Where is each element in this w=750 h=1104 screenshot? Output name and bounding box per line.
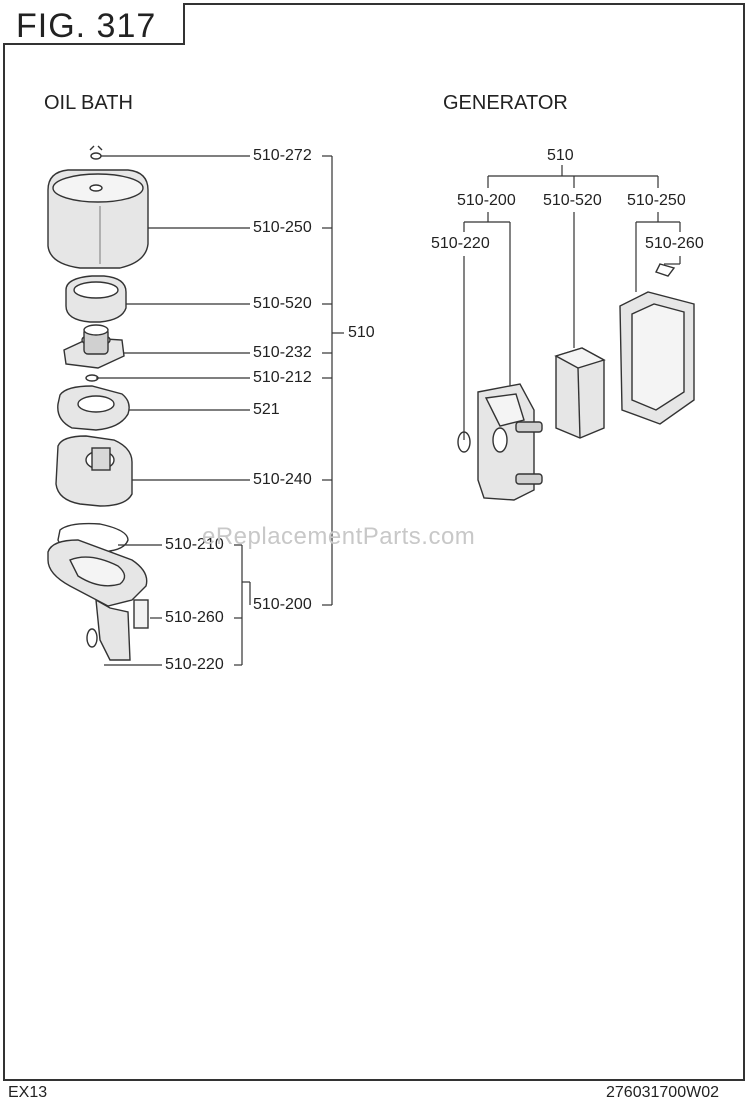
generator-callout-510-200: 510-200	[457, 192, 516, 209]
footer-model: EX13	[8, 1084, 48, 1101]
wing-nut-part	[89, 145, 103, 160]
generator-callout-510-250: 510-250	[627, 192, 686, 209]
watermark: eReplacementParts.com	[202, 523, 476, 550]
callout-510-272: 510-272	[253, 147, 312, 164]
air-cleaner-body-part	[47, 539, 149, 661]
callout-510-250: 510-250	[253, 219, 312, 236]
o-ring-part	[85, 374, 99, 382]
oil-bath-leader-lines	[96, 155, 344, 666]
figure-title: FIG. 317	[16, 7, 157, 45]
callout-510-232: 510-232	[253, 344, 312, 361]
air-cleaner-cover-part	[47, 169, 149, 269]
generator-cover-part	[619, 263, 695, 425]
section-title-oil-bath: OIL BATH	[44, 92, 133, 114]
callout-510-520: 510-520	[253, 295, 312, 312]
callout-521: 521	[253, 401, 280, 418]
page-frame	[3, 3, 745, 1081]
callout-510-210: 510-210	[165, 536, 224, 553]
generator-element-part	[554, 347, 606, 439]
generator-body-part	[477, 383, 543, 501]
footer-doc-number: 276031700W02	[606, 1084, 719, 1101]
clip-part	[86, 628, 98, 648]
oil-case-part	[55, 435, 133, 507]
callout-510-assembly: 510	[348, 324, 375, 341]
generator-callout-510: 510	[547, 147, 574, 164]
generator-parts	[457, 263, 695, 501]
oil-bath-parts	[47, 145, 149, 661]
oil-tray-part	[57, 385, 130, 431]
callout-510-260: 510-260	[165, 609, 224, 626]
element-holder-part	[63, 324, 125, 369]
generator-clip-part	[457, 431, 471, 453]
generator-callout-510-220: 510-220	[431, 235, 490, 252]
callout-510-212: 510-212	[253, 369, 312, 386]
filter-element-part	[65, 275, 127, 323]
generator-callout-510-520: 510-520	[543, 192, 602, 209]
figure-title-box: FIG. 317	[3, 3, 185, 45]
callout-510-240: 510-240	[253, 471, 312, 488]
callout-510-200: 510-200	[253, 596, 312, 613]
callout-510-220: 510-220	[165, 656, 224, 673]
generator-leader-lines	[463, 165, 681, 440]
generator-callout-510-260: 510-260	[645, 235, 704, 252]
section-title-generator: GENERATOR	[443, 92, 568, 114]
